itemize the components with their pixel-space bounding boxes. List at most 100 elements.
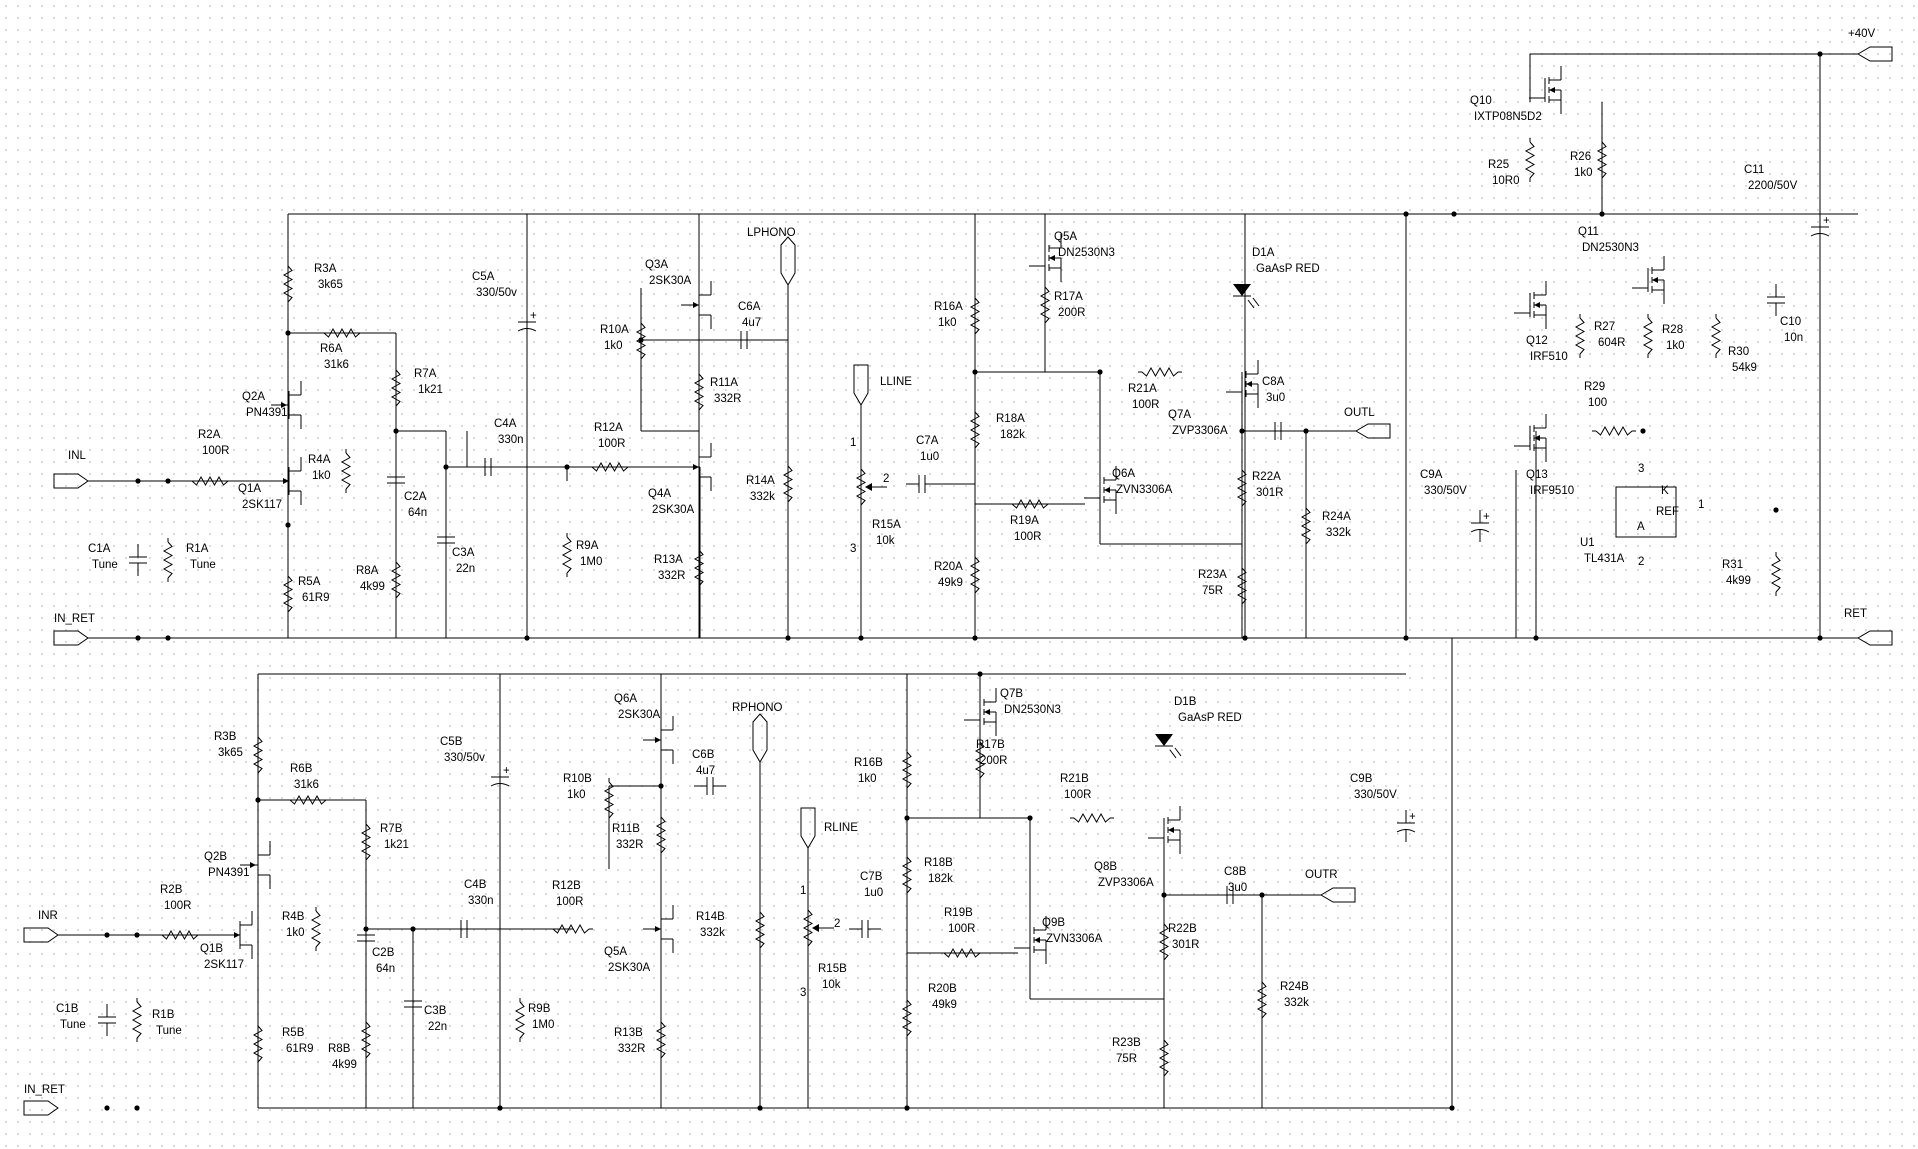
resistor-zigzag xyxy=(969,411,981,449)
jfet-arrow xyxy=(281,402,287,408)
ref-label-r5b: R5B xyxy=(282,1027,305,1039)
ref-label-r21b: R21B xyxy=(1060,773,1089,785)
component-r15b: R15B 10k xyxy=(802,906,847,991)
value-label-r15b: 10k xyxy=(822,979,841,991)
port-rphono: RPHONO xyxy=(732,702,783,763)
ref-label-c8b: C8B xyxy=(1224,866,1247,878)
resistor-zigzag xyxy=(1595,425,1633,437)
ref-label-r7b: R7B xyxy=(380,823,403,835)
value-label-q4a: 2SK30A xyxy=(652,504,695,516)
value-label-q2b: PN4391 xyxy=(208,867,250,879)
resistor-zigzag xyxy=(1256,981,1268,1019)
port-outr: OUTR xyxy=(1305,869,1356,903)
port-shape xyxy=(752,713,768,763)
resistor-zigzag xyxy=(591,461,629,473)
ref-label-r4a: R4A xyxy=(308,454,331,466)
port-shape xyxy=(1355,423,1391,439)
value-label-c7b: 1u0 xyxy=(864,887,883,899)
ref-label-q1a: Q1A xyxy=(238,483,261,495)
value-label-r29: 100 xyxy=(1588,397,1607,409)
ref-label-r22a: R22A xyxy=(1252,471,1281,483)
port-label-outr: OUTR xyxy=(1305,869,1338,881)
value-label-c10: 10n xyxy=(1784,332,1803,344)
value-label-r11b: 332R xyxy=(616,839,644,851)
resistor-zigzag xyxy=(282,575,294,613)
ref-label-q7a: Q7A xyxy=(1168,409,1191,421)
component-r11b: R11B 332R xyxy=(612,813,667,857)
value-label-r14a: 332k xyxy=(750,491,775,503)
port-shape xyxy=(53,630,89,646)
ref-label-c10: C10 xyxy=(1780,316,1801,328)
junction-dot xyxy=(134,1105,140,1111)
value-label-c9b: 330/50V xyxy=(1354,789,1397,801)
port-plus40v: +40V xyxy=(1848,28,1893,62)
mosfet-arrow xyxy=(1652,277,1658,283)
value-label-r8b: 4k99 xyxy=(332,1059,357,1071)
ref-label-r16b: R16B xyxy=(854,757,883,769)
value-label-r30: 54k9 xyxy=(1732,362,1757,374)
resistor-zigzag xyxy=(252,1025,264,1063)
value-label-q7b: DN2530N3 xyxy=(1004,704,1061,716)
value-label-q6a: ZVN3306A xyxy=(1116,484,1173,496)
ref-label-q5a: Q5A xyxy=(1054,231,1077,243)
ref-label-c4a: C4A xyxy=(494,418,517,430)
resistor-zigzag xyxy=(969,556,981,594)
ref-label-r11b: R11B xyxy=(612,823,640,835)
ref-label-r8a: R8A xyxy=(356,565,379,577)
ref-label-r20b: R20B xyxy=(928,983,957,995)
ref-label-c5a: C5A xyxy=(472,271,495,283)
junction-dot xyxy=(638,337,644,343)
resistor-zigzag xyxy=(782,465,794,503)
value-label-c3a: 22n xyxy=(456,563,475,575)
led-ray xyxy=(1174,747,1182,757)
port-in-ret-b: IN_RET xyxy=(23,1084,65,1116)
pin-label: 2 xyxy=(1638,556,1644,568)
junction-dot xyxy=(1451,211,1457,217)
ref-label-r15b: R15B xyxy=(818,963,847,975)
jfet-arrow xyxy=(693,302,699,308)
value-label-r11a: 332R xyxy=(714,393,742,405)
ref-label-r20a: R20A xyxy=(934,561,963,573)
junction-dot xyxy=(972,369,978,375)
value-label-q8b: ZVP3306A xyxy=(1098,877,1154,889)
value-label-r15a: 10k xyxy=(876,535,895,547)
value-label-q7a: ZVP3306A xyxy=(1172,425,1228,437)
ref-label-c9a: C9A xyxy=(1420,469,1443,481)
junction-dot xyxy=(165,635,171,641)
value-label-r21a: 100R xyxy=(1132,399,1160,411)
value-label-q5b: 2SK30A xyxy=(608,962,651,974)
ref-label-r29: R29 xyxy=(1584,381,1605,393)
ref-label-c8a: C8A xyxy=(1262,376,1285,388)
pin-label: 3 xyxy=(1638,463,1644,475)
junction-dot xyxy=(1773,507,1779,513)
ref-label-r18a: R18A xyxy=(996,413,1025,425)
resistor-zigzag xyxy=(323,327,361,339)
pin-label: 2 xyxy=(834,918,840,930)
value-label-r17b: 200R xyxy=(980,755,1008,767)
port-label-lphono: LPHONO xyxy=(747,227,796,239)
pot-wiper-arrow xyxy=(865,483,872,491)
junction-dot xyxy=(497,1105,503,1111)
ref-label-r17a: R17A xyxy=(1054,291,1083,303)
